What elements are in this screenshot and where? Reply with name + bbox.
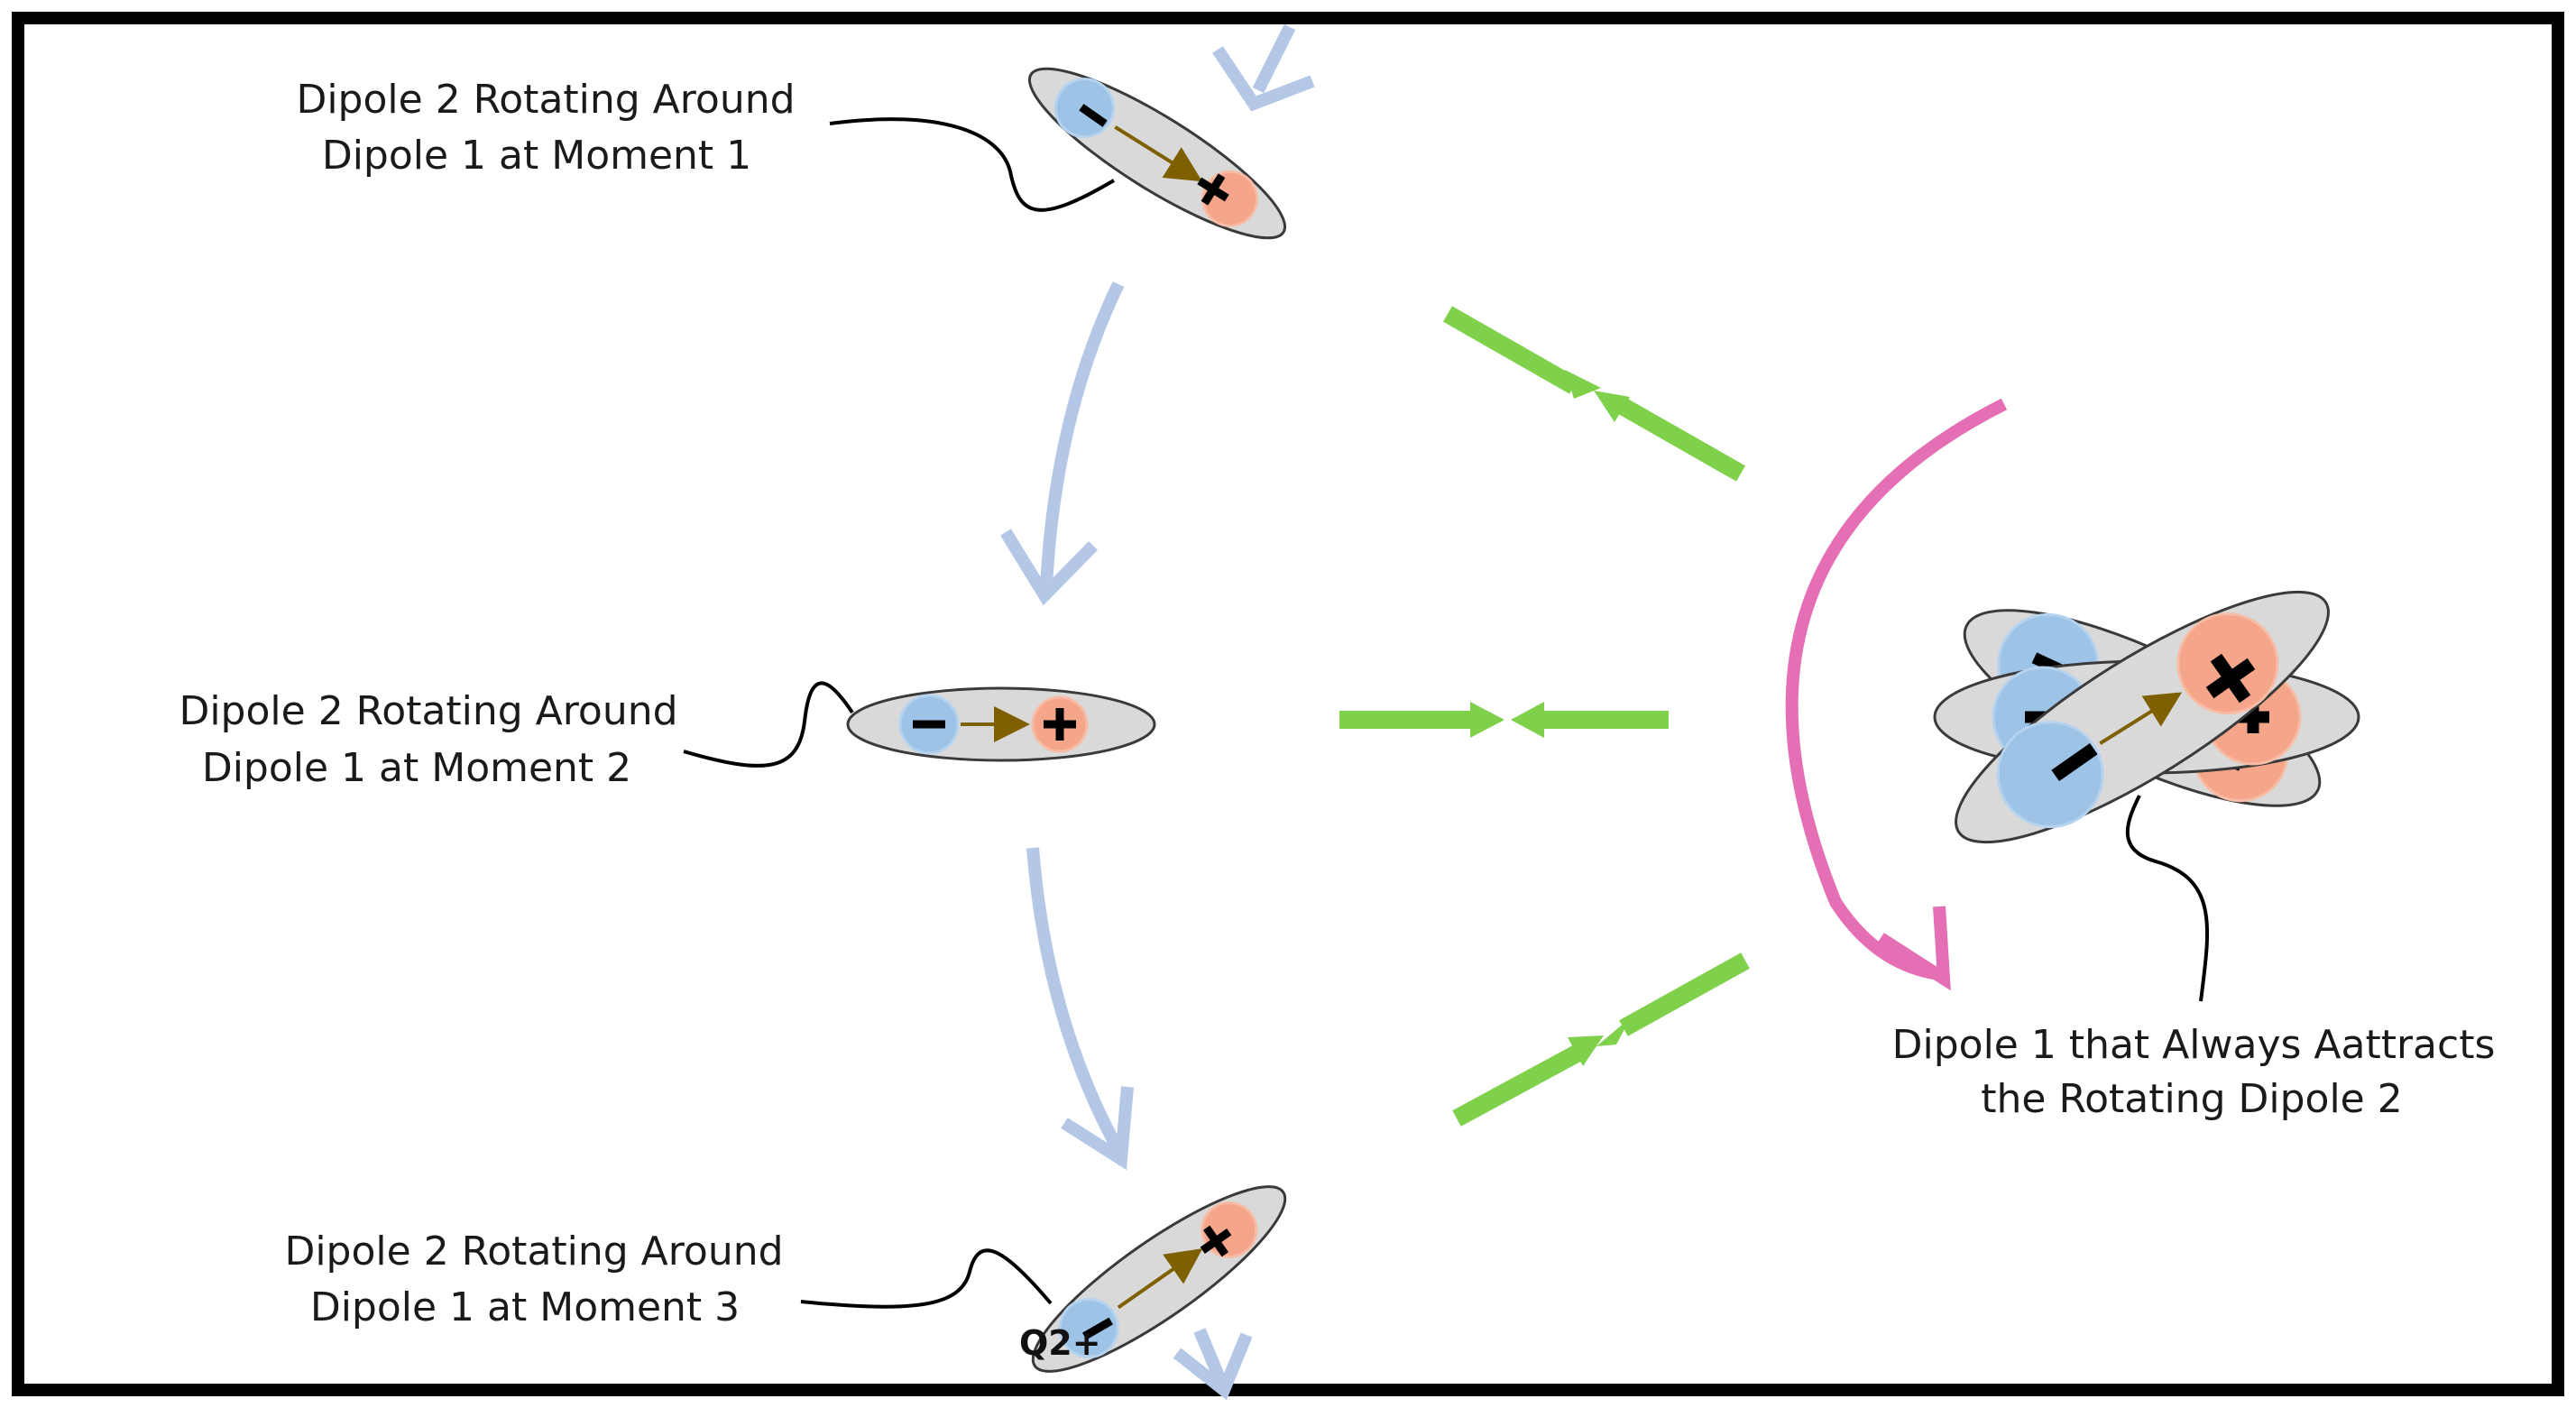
plus-icon — [1044, 708, 1076, 741]
dipole2-moment2 — [846, 686, 1156, 762]
caption-moment3-line1: Dipole 2 Rotating Around — [284, 1229, 783, 1275]
leader-line-moment1 — [829, 117, 1116, 212]
caption-moment2-line1: Dipole 2 Rotating Around — [179, 688, 677, 734]
leader-line-dipole1 — [2125, 795, 2210, 1002]
attraction-arrow-moment-3 — [1452, 952, 1750, 1127]
minus-icon — [2051, 742, 2098, 782]
caption-moment1-line1: Dipole 2 Rotating Around — [296, 77, 795, 123]
minus-icon — [1079, 104, 1108, 127]
negative-charge — [1996, 721, 2104, 829]
leader-line-moment2 — [683, 681, 854, 768]
leader-line-moment3 — [800, 1248, 1053, 1309]
minus-icon — [1082, 1317, 1113, 1340]
plus-icon — [2205, 653, 2256, 704]
caption-moment3-line2: Dipole 1 at Moment 3 — [310, 1284, 740, 1330]
plus-icon — [1200, 1225, 1232, 1257]
caption-moment2-line2: Dipole 1 at Moment 2 — [202, 745, 631, 791]
attraction-arrow-moment-2 — [1339, 702, 1669, 738]
negative-charge — [1058, 1297, 1119, 1358]
rotation-arrow — [1785, 398, 2008, 991]
dipole-vector — [2099, 692, 2183, 745]
caption-moment1-line2: Dipole 1 at Moment 1 — [322, 133, 751, 179]
dipole-vector — [1117, 1248, 1203, 1310]
caption-dipole1-line1: Dipole 1 that Always Aattracts — [1892, 1022, 2496, 1068]
dipole2-moment1 — [1027, 67, 1287, 240]
moment-arrow-exiting-bottom — [1173, 1328, 1253, 1401]
moment-arrow-entering-top — [1212, 23, 1315, 112]
dipole2-moment3: Q2+ — [1019, 1185, 1287, 1373]
moment-arrow-1-to-2 — [1000, 281, 1125, 606]
dipole1-cluster — [1933, 590, 2360, 844]
caption-dipole1-line2: the Rotating Dipole 2 — [1981, 1076, 2402, 1122]
attraction-arrow-moment-1 — [1443, 306, 1745, 482]
dipole-vector — [1114, 125, 1203, 182]
moment-arrow-2-to-3 — [1026, 847, 1134, 1171]
plus-icon — [1197, 173, 1229, 206]
charge-label: Q2+ — [1019, 1323, 1101, 1363]
